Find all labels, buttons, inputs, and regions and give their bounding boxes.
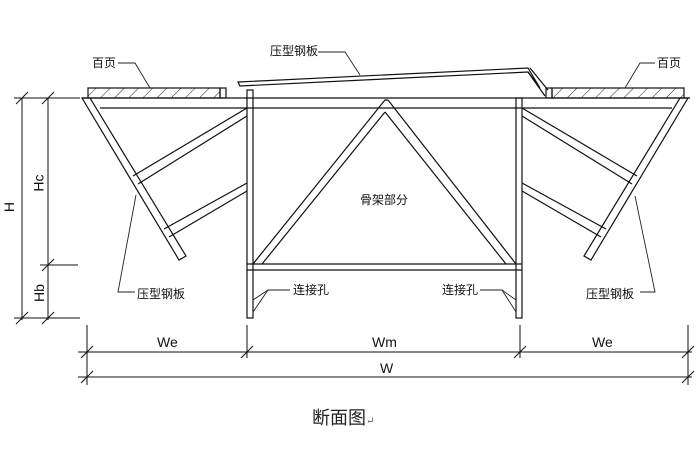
truss-left bbox=[252, 99, 388, 265]
dim-Wm: Wm bbox=[372, 334, 397, 350]
post-left bbox=[246, 89, 254, 319]
dim-Hc: Hc bbox=[30, 174, 47, 192]
caption-mark: ↵ bbox=[366, 416, 375, 427]
louver-right bbox=[551, 87, 685, 99]
caption: 断面图↵ bbox=[312, 404, 374, 430]
louver-left bbox=[87, 87, 221, 99]
dim-We-right: We bbox=[592, 334, 613, 350]
post-right bbox=[515, 97, 523, 319]
dim-Hb: Hb bbox=[30, 284, 47, 302]
label-steel-panel-right: 压型钢板 bbox=[586, 287, 635, 301]
caption-text: 断面图 bbox=[312, 408, 366, 429]
label-roof-panel: 压型钢板 bbox=[270, 44, 319, 58]
label-connection-hole-right: 连接孔 bbox=[442, 283, 479, 297]
dim-H: H bbox=[1, 201, 18, 213]
label-frame-part: 骨架部分 bbox=[360, 193, 409, 207]
label-steel-panel-left: 压型钢板 bbox=[137, 287, 186, 301]
label-louver-left: 百页 bbox=[92, 56, 117, 70]
dim-We-left: We bbox=[157, 334, 178, 350]
label-connection-hole-left: 连接孔 bbox=[293, 283, 330, 297]
roof-panel bbox=[237, 67, 541, 89]
label-louver-right: 百页 bbox=[657, 56, 682, 70]
wing-left-member bbox=[80, 97, 187, 261]
truss-right bbox=[387, 99, 517, 265]
dim-W: W bbox=[380, 360, 394, 376]
wing-right-member bbox=[583, 97, 690, 261]
